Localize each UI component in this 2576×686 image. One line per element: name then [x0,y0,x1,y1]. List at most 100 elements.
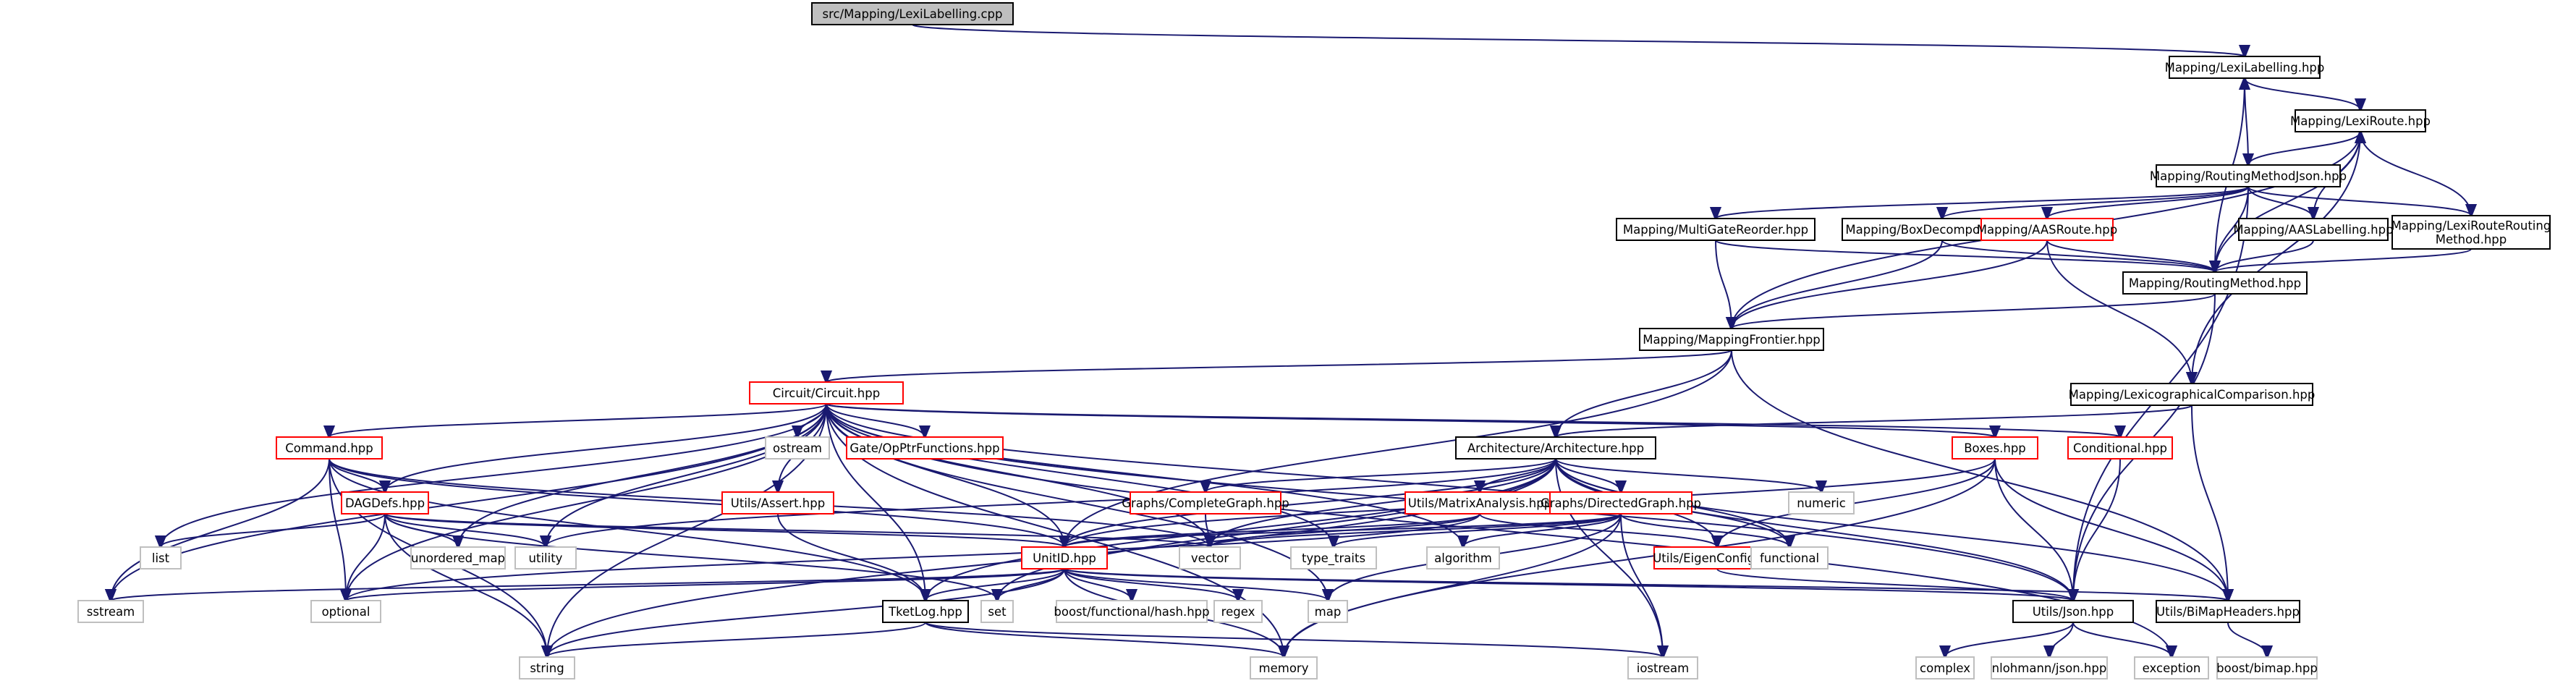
node-circ[interactable]: Circuit/Circuit.hpp [749,381,904,405]
node-numeric: numeric [1788,491,1855,514]
node-dag[interactable]: DAGDefs.hpp [341,491,429,514]
edge-boxes-to-bimap [1994,458,2228,601]
node-lcc[interactable]: Mapping/LexicographicalComparison.hpp [2069,383,2316,406]
node-sstream: sstream [77,600,144,623]
node-label: string [530,661,564,675]
node-label: map [1315,605,1342,619]
node-box [1991,656,2108,679]
node-ostream: ostream [765,436,830,460]
node-box [1426,546,1500,569]
node-box [310,600,381,623]
node-box [1250,656,1318,679]
node-label: type_traits [1302,551,1365,566]
node-boxes[interactable]: Boxes.hpp [1952,436,2038,460]
edge-tketlog-to-string [547,622,926,657]
edge-dag-to-string [384,513,547,657]
node-box [846,436,1004,460]
node-arch[interactable]: Architecture/Architecture.hpp [1455,436,1656,460]
node-aasl[interactable]: Mapping/AASLabelling.hpp [2233,218,2394,241]
node-bimap[interactable]: Utils/BiMapHeaders.hpp [2156,600,2300,623]
node-tketlog[interactable]: TketLog.hpp [882,600,969,623]
edge-rm-to-mf [1732,293,2216,329]
node-box [2067,436,2173,460]
node-label: Command.hpp [285,441,373,455]
node-aas[interactable]: Mapping/AASRoute.hpp [1977,218,2117,241]
node-box [980,600,1014,623]
node-lr[interactable]: Mapping/LexiRoute.hpp [2290,109,2431,132]
node-ll_hpp[interactable]: Mapping/LexiLabelling.hpp [2165,56,2325,79]
node-box [1308,600,1348,623]
node-mf[interactable]: Mapping/MappingFrontier.hpp [1639,328,1824,351]
node-vector: vector [1179,546,1241,569]
node-cmd[interactable]: Command.hpp [276,436,383,460]
edge-json-to-exception [2072,622,2172,657]
edge-arch-to-unitid [1064,458,1556,547]
node-label: Boxes.hpp [1964,441,2026,455]
node-exception: exception [2134,656,2209,679]
node-box [1404,491,1555,514]
edge-aas-to-mf [1732,240,2048,329]
node-box [1639,328,1824,351]
node-box [1549,491,1692,514]
node-box [1788,491,1855,514]
edge-rmj-to-rm [2215,186,2249,272]
node-tt: type_traits [1290,546,1377,569]
node-gate[interactable]: Gate/OpPtrFunctions.hpp [846,436,1004,460]
node-box [1290,546,1377,569]
node-label: Mapping/LexiLabelling.hpp [2165,61,2325,75]
node-umap: unordered_map [410,546,506,569]
node-regex: regex [1213,600,1263,623]
node-box [1056,600,1208,623]
edge-lr-to-lcc [2192,131,2361,384]
node-label: Utils/Json.hpp [2033,605,2114,619]
node-label: Utils/Assert.hpp [731,496,825,510]
node-label: numeric [1797,496,1846,510]
node-box [1616,218,1816,241]
node-label: Mapping/RoutingMethod.hpp [2129,276,2301,290]
node-label: Utils/MatrixAnalysis.hpp [1408,496,1551,510]
edge-boxes-to-json [1994,458,2073,601]
node-algo: algorithm [1426,546,1500,569]
node-rm[interactable]: Mapping/RoutingMethod.hpp [2122,271,2308,295]
node-dg[interactable]: Graphs/DirectedGraph.hpp [1541,491,1701,514]
node-cond[interactable]: Conditional.hpp [2067,436,2173,460]
edge-mgr-to-rm [1715,240,2215,272]
edge-unitid-to-regex [1064,568,1238,601]
node-njson: nlohmann/json.hpp [1991,656,2108,679]
node-rmj[interactable]: Mapping/RoutingMethodJson.hpp [2150,164,2347,187]
node-label: complex [1920,661,1970,675]
node-box [2156,600,2300,623]
node-label: regex [1221,605,1255,619]
edge-circ-to-cond [826,403,2120,437]
edge-unitid-to-sstream [111,568,1065,601]
edge-lcc-to-bimap [2191,405,2228,601]
node-label: Graphs/DirectedGraph.hpp [1541,496,1701,510]
edge-dg-to-func [1620,513,1789,547]
node-unitid[interactable]: UnitID.hpp [1021,546,1108,569]
node-assert[interactable]: Utils/Assert.hpp [721,491,834,514]
node-hash: boost/functional/hash.hpp [1054,600,1210,623]
node-label: src/Mapping/LexiLabelling.cpp [822,7,1002,21]
node-label: Mapping/MultiGateReorder.hpp [1623,223,1808,237]
edge-boxes-to-eig [1717,458,1996,547]
edge-mf-to-unitid [1064,350,1732,547]
node-mgr[interactable]: Mapping/MultiGateReorder.hpp [1616,218,1816,241]
node-label: Mapping/LexicographicalComparison.hpp [2069,388,2316,402]
edge-dg-to-memory [1284,513,1622,657]
node-box [2122,271,2308,295]
edge-circ-to-gate [826,403,925,437]
node-cg[interactable]: Graphs/CompleteGraph.hpp [1122,491,1289,514]
edge-cmd-to-sstream [111,458,330,601]
node-complex: complex [1915,656,1975,679]
node-json[interactable]: Utils/Json.hpp [2012,600,2134,623]
edge-unitid-to-json [1064,568,2073,601]
node-ma[interactable]: Utils/MatrixAnalysis.hpp [1404,491,1555,514]
node-label: Gate/OpPtrFunctions.hpp [850,441,999,455]
edge-eig-to-json [1716,568,2073,601]
edge-circ-to-cmd [329,403,827,437]
node-label: Method.hpp [2436,233,2507,247]
node-box [1952,436,2038,460]
node-label: Circuit/Circuit.hpp [773,386,880,400]
edge-rmj-to-bd [1942,186,2249,219]
